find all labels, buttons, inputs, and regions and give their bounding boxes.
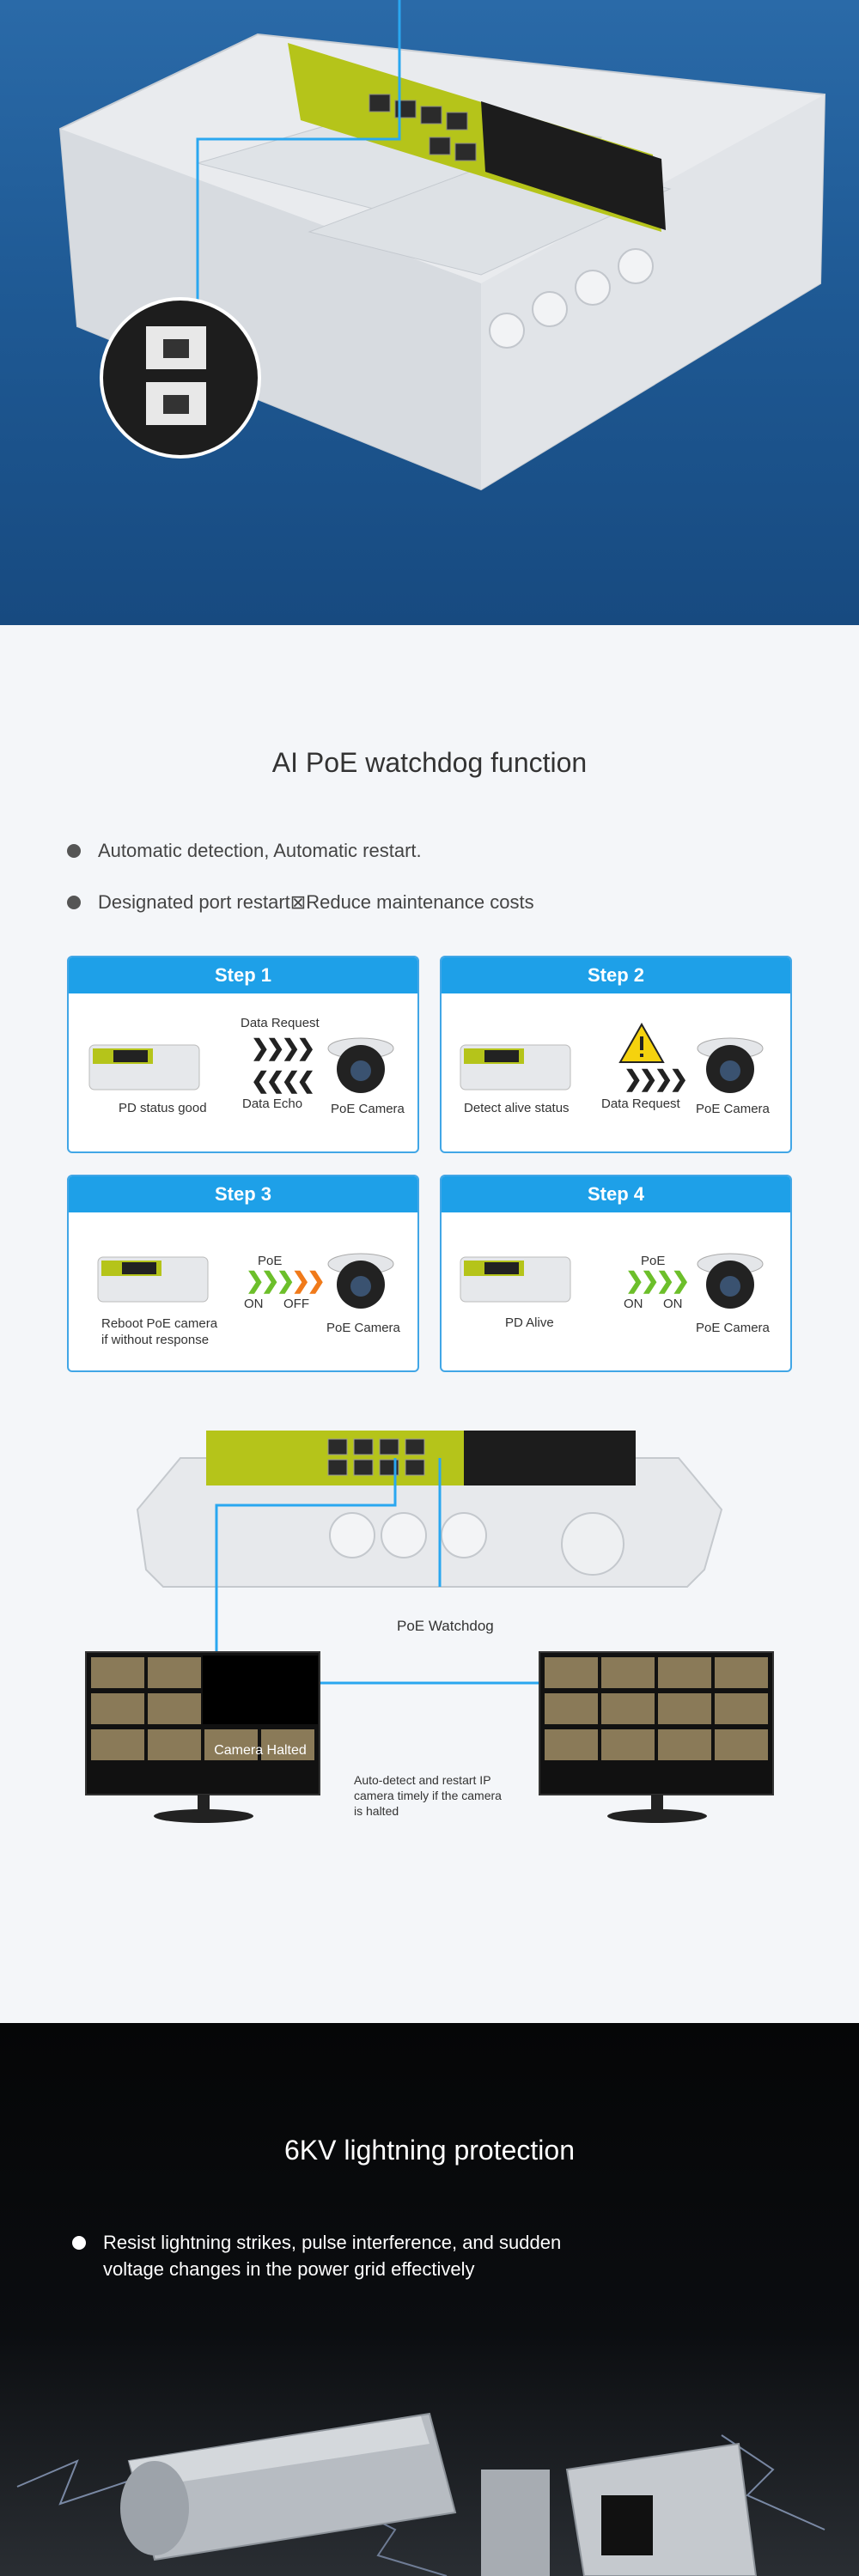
lightning-camera-illustration bbox=[16, 2412, 825, 2576]
watchdog-section: AI PoE watchdog function Automatic detec… bbox=[0, 625, 859, 2023]
switch-icon bbox=[97, 1256, 209, 1303]
step-card-4: Step 4 PoE ❯❯❯❯ ON ON PD Alive PoE Camer… bbox=[440, 1175, 792, 1372]
step-title: Step 4 bbox=[442, 1176, 790, 1212]
section-title: 6KV lightning protection bbox=[284, 2135, 575, 2166]
arrow-right-icon: ❯❯❯❯❯ bbox=[246, 1267, 326, 1293]
switch-icon bbox=[88, 1044, 200, 1091]
feature-bullet: Resist lightning strikes, pulse interfer… bbox=[72, 2229, 622, 2282]
step-card-1: Step 1 Data Request ❯❯❯❯ ❮❮❮❮ Data Echo … bbox=[67, 956, 419, 1153]
label-off: OFF bbox=[283, 1297, 309, 1311]
arrow-right-icon: ❯❯❯❯ bbox=[251, 1035, 315, 1060]
label-camera-halted: Camera Halted bbox=[214, 1743, 307, 1758]
lightning-section: 6KV lightning protection Resist lightnin… bbox=[0, 2023, 859, 2576]
dome-camera-icon bbox=[697, 1037, 764, 1093]
arrow-right-icon: ❯❯❯❯ bbox=[625, 1267, 690, 1293]
label-on: ON bbox=[244, 1297, 264, 1311]
label-poe-camera: PoE Camera bbox=[326, 1321, 400, 1335]
switch-icon bbox=[460, 1256, 571, 1303]
arrow-right-icon: ❯❯❯❯ bbox=[624, 1066, 688, 1091]
label-data-request: Data Request bbox=[601, 1097, 680, 1111]
label-poe: PoE bbox=[258, 1254, 283, 1268]
label-reboot: Reboot PoE camera if without response bbox=[101, 1316, 218, 1347]
step-card-3: Step 3 PoE ❯❯❯❯❯ ON OFF Reboot PoE camer… bbox=[67, 1175, 419, 1372]
warning-icon bbox=[618, 1023, 665, 1063]
label-pd-alive: PD Alive bbox=[505, 1315, 554, 1330]
step-title: Step 3 bbox=[69, 1176, 417, 1212]
label-auto-detect-note: Auto-detect and restart IP camera timely… bbox=[354, 1773, 502, 1818]
step-title: Step 2 bbox=[442, 957, 790, 993]
label-pd-status: PD status good bbox=[119, 1101, 207, 1115]
arrow-left-icon: ❮❮❮❮ bbox=[251, 1067, 315, 1093]
switch-enclosure-illustration bbox=[58, 0, 826, 491]
switch-icon bbox=[460, 1044, 571, 1091]
bullet-dot-icon bbox=[72, 2236, 86, 2250]
dome-camera-icon bbox=[327, 1037, 394, 1093]
dome-camera-icon bbox=[697, 1253, 764, 1309]
section-title: AI PoE watchdog function bbox=[271, 747, 588, 778]
bullet-text: Resist lightning strikes, pulse interfer… bbox=[103, 2232, 562, 2280]
dome-camera-icon bbox=[327, 1253, 394, 1309]
bullet-dot-icon bbox=[67, 844, 81, 858]
feature-bullet: Designated port restart⊠Reduce maintenan… bbox=[67, 891, 534, 914]
feature-bullet: Automatic detection, Automatic restart. bbox=[67, 840, 422, 862]
hero-product-image bbox=[0, 0, 859, 625]
label-data-echo: Data Echo bbox=[242, 1097, 303, 1111]
label-poe-watchdog: PoE Watchdog bbox=[397, 1618, 494, 1634]
label-poe-camera: PoE Camera bbox=[331, 1102, 405, 1116]
bullet-dot-icon bbox=[67, 896, 81, 909]
label-poe-camera: PoE Camera bbox=[696, 1102, 770, 1116]
bullet-text: Designated port restart⊠Reduce maintenan… bbox=[98, 891, 534, 913]
step-title: Step 1 bbox=[69, 957, 417, 993]
label-on: ON bbox=[663, 1297, 683, 1311]
step-card-2: Step 2 ❯❯❯❯ Data Request Detect alive st… bbox=[440, 956, 792, 1153]
watchdog-diagram bbox=[85, 1431, 774, 1823]
bullet-text: Automatic detection, Automatic restart. bbox=[98, 840, 422, 861]
label-detect-status: Detect alive status bbox=[464, 1101, 570, 1115]
label-poe: PoE bbox=[641, 1254, 666, 1268]
label-data-request: Data Request bbox=[241, 1016, 320, 1030]
label-poe-camera: PoE Camera bbox=[696, 1321, 770, 1335]
label-on: ON bbox=[624, 1297, 643, 1311]
